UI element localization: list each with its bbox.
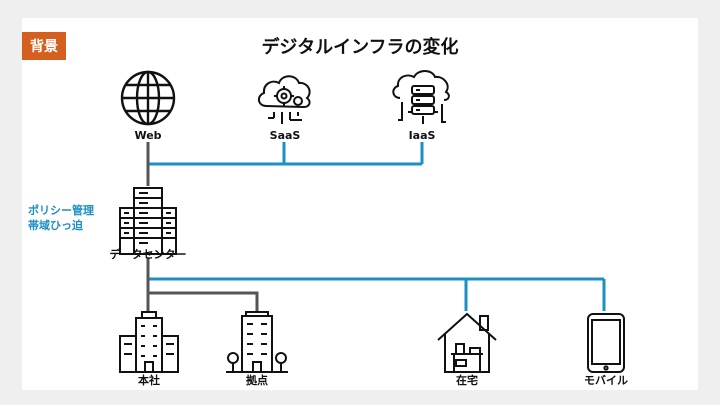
node-label-saas: SaaS <box>269 129 301 142</box>
diagram-title: デジタルインフラの変化 <box>261 37 459 58</box>
cloud-server-icon <box>392 70 450 124</box>
slide: 背景 デジタルインフラの変化 Web <box>22 18 698 390</box>
connection-lines <box>146 142 606 311</box>
node-label-hq: 本社 <box>138 374 160 387</box>
node-label-mobile: モバイル <box>584 374 628 387</box>
smartphone-icon <box>587 313 625 373</box>
cloud-gear-icon <box>258 75 311 124</box>
node-label-datacenter: データセンター <box>109 248 187 261</box>
server-rack-icon <box>119 187 177 255</box>
office-bus-line <box>148 291 259 311</box>
background-tag: 背景 <box>22 32 66 60</box>
side-notes: ポリシー管理 帯域ひっ迫 <box>28 203 94 233</box>
node-label-web: Web <box>134 129 162 142</box>
branch-building-icon <box>226 311 288 373</box>
globe-icon <box>120 70 176 126</box>
home-icon <box>437 312 497 373</box>
node-label-branch: 拠点 <box>246 374 268 387</box>
headquarters-building-icon <box>119 311 179 373</box>
side-note-bandwidth: 帯域ひっ迫 <box>28 219 83 232</box>
side-note-policy: ポリシー管理 <box>28 204 94 217</box>
node-label-iaas: IaaS <box>408 129 436 142</box>
node-label-home: 在宅 <box>456 374 478 387</box>
